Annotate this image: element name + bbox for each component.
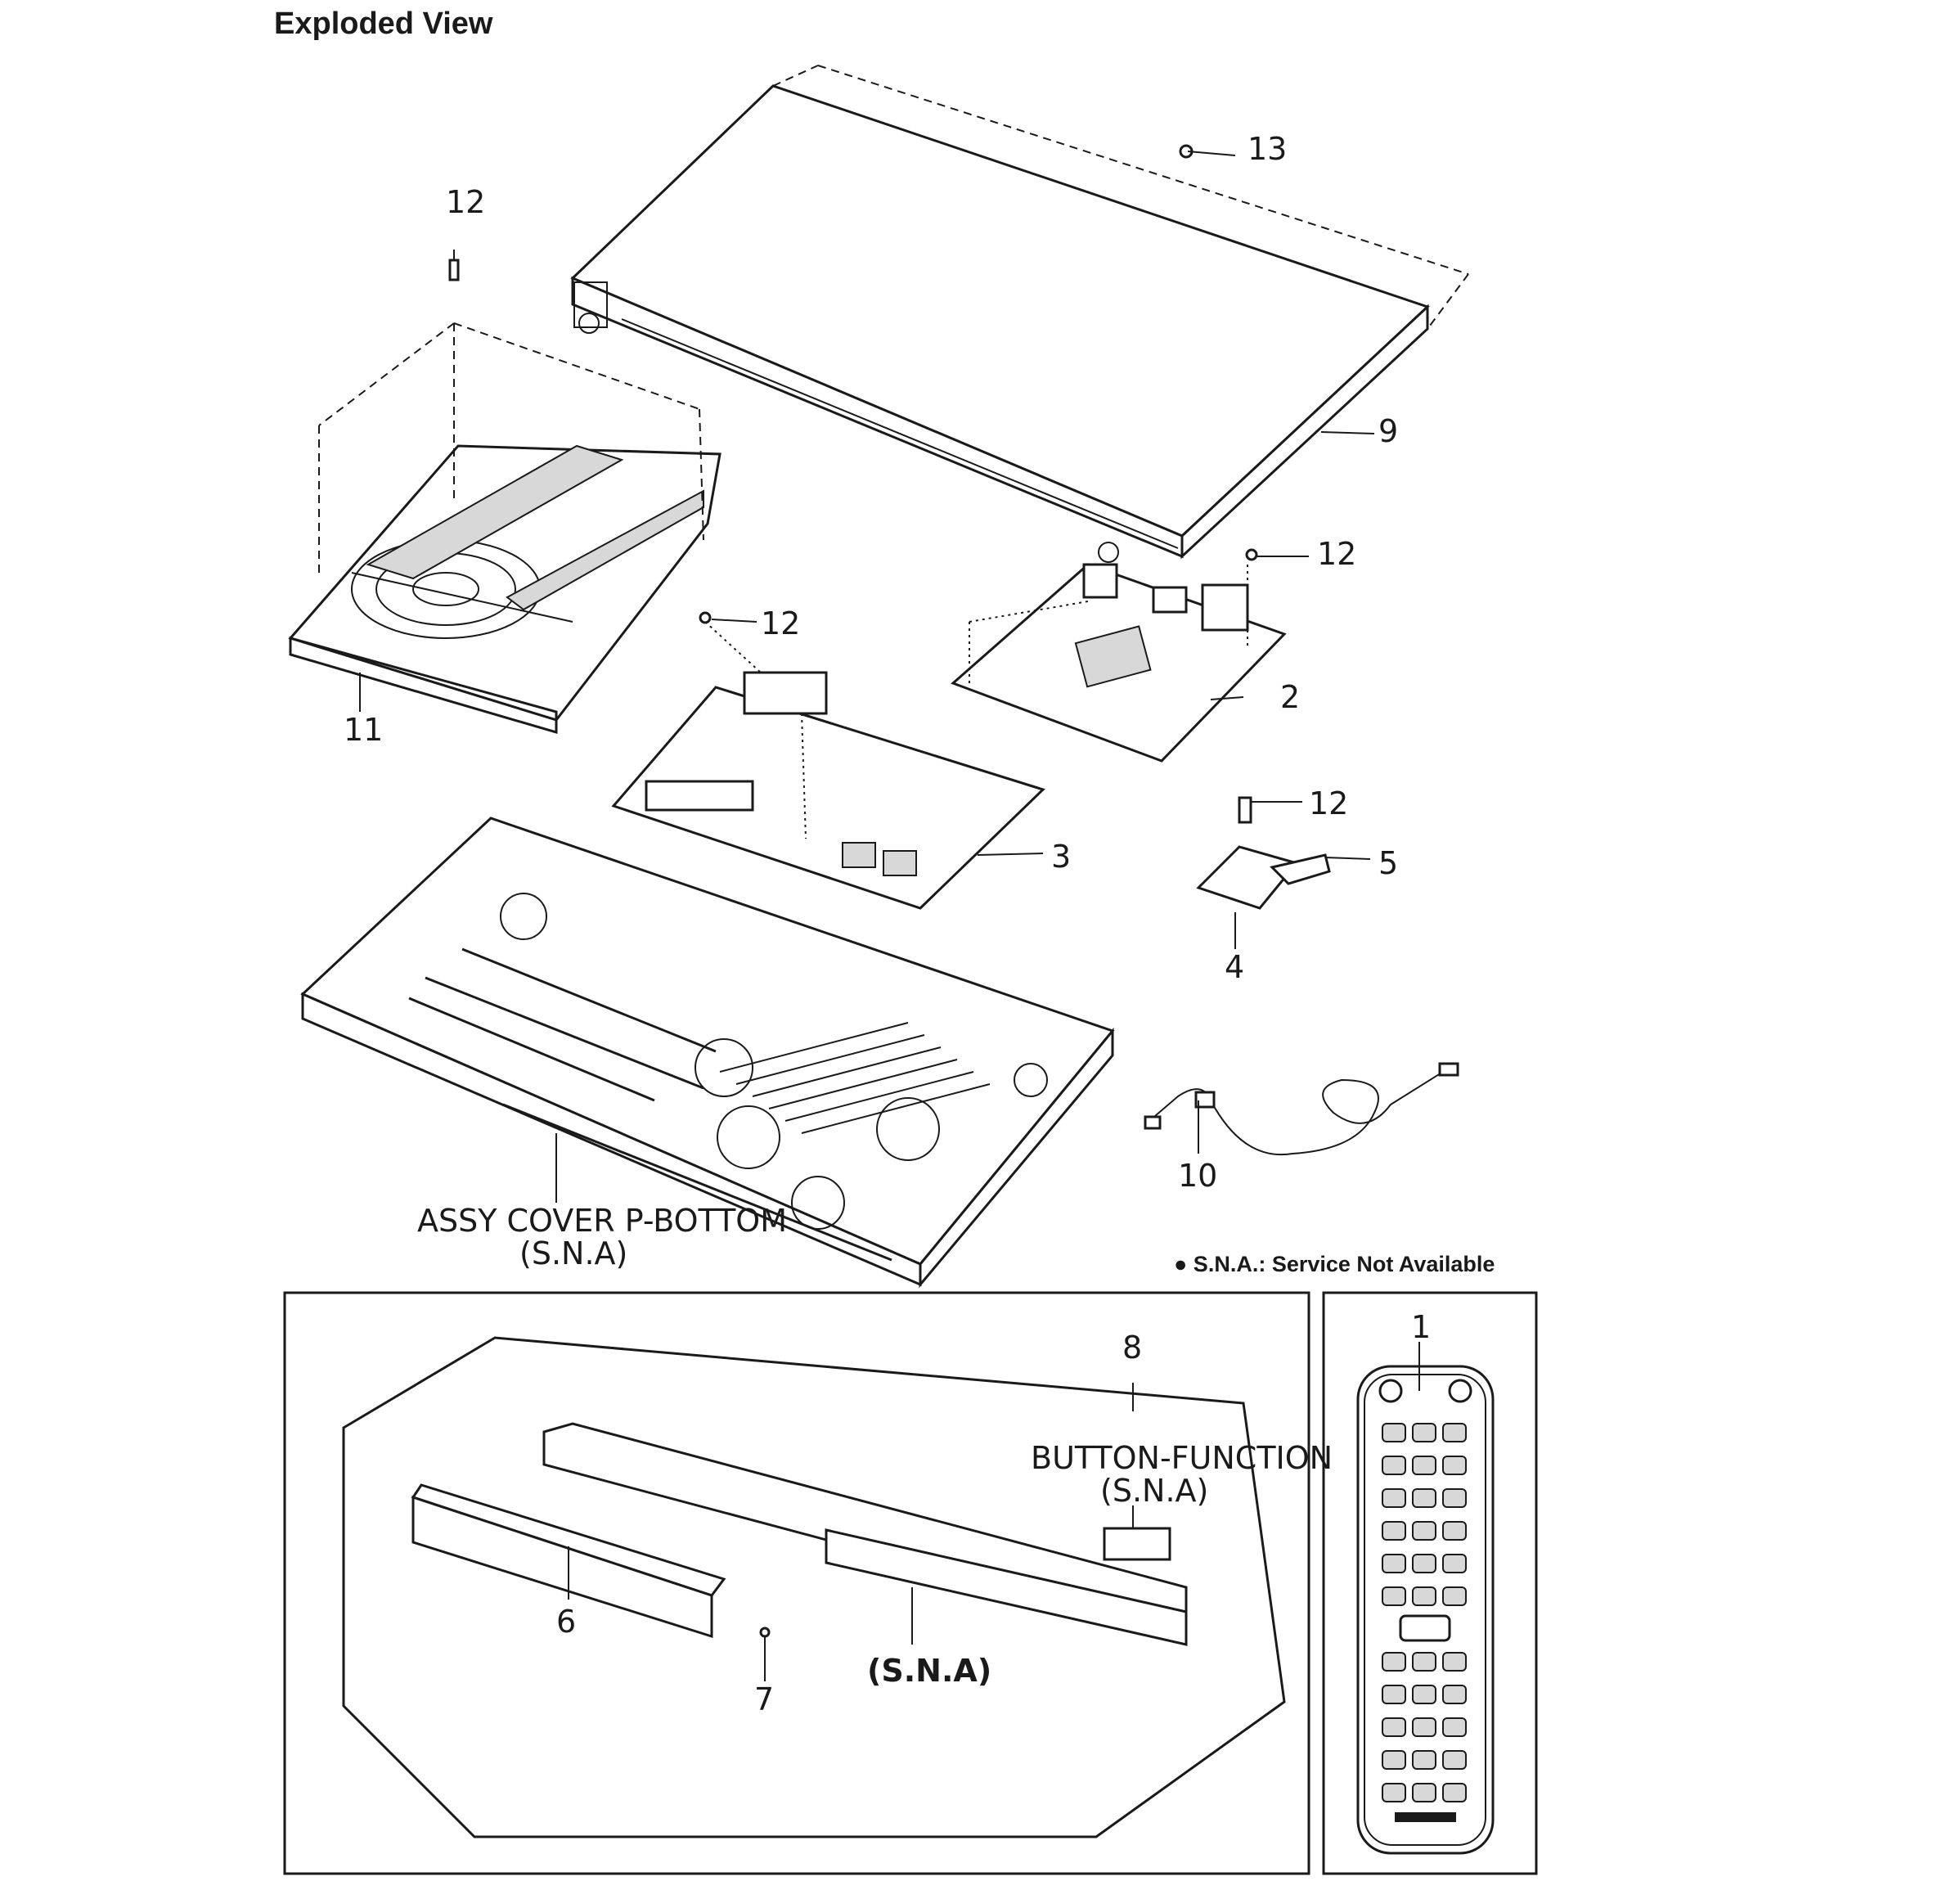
callout-2: 2 — [1280, 679, 1301, 715]
remote-button — [1442, 1456, 1467, 1475]
callout-8: 8 — [1122, 1330, 1143, 1366]
remote-button — [1382, 1423, 1406, 1442]
sna-legend-note: ● S.N.A.: Service Not Available — [1174, 1252, 1495, 1276]
front-panel-outline — [342, 1336, 1286, 1838]
remote-button — [1412, 1521, 1436, 1541]
callout-13: 13 — [1247, 131, 1288, 167]
remote-button — [1412, 1783, 1436, 1802]
front-board-part — [611, 621, 1045, 910]
remote-button — [1412, 1685, 1436, 1704]
remote-button — [1382, 1554, 1406, 1573]
remote-button — [1412, 1456, 1436, 1475]
remote-button — [1382, 1750, 1406, 1770]
remote-button — [1412, 1586, 1436, 1606]
callout-9: 9 — [1378, 413, 1399, 449]
power-cord-part — [1144, 1062, 1459, 1156]
callout-12-top: 12 — [446, 184, 486, 220]
callout-3: 3 — [1051, 839, 1072, 875]
remote-button — [1412, 1652, 1436, 1672]
remote-button — [1442, 1685, 1467, 1704]
remote-panel-frame — [1322, 1291, 1538, 1875]
callout-10: 10 — [1178, 1158, 1218, 1194]
button-function-label: BUTTON-FUNCTION — [1031, 1440, 1333, 1476]
remote-button — [1442, 1652, 1467, 1672]
remote-button — [1412, 1554, 1436, 1573]
remote-button — [1382, 1521, 1406, 1541]
callout-1: 1 — [1411, 1309, 1432, 1345]
remote-button — [1442, 1586, 1467, 1606]
callout-12-front: 12 — [761, 605, 801, 641]
bottom-chassis-part — [300, 817, 1115, 1289]
callout-11: 11 — [344, 712, 384, 748]
remote-button — [1382, 1456, 1406, 1475]
remote-play-button — [1399, 1614, 1451, 1642]
remote-power-button — [1378, 1379, 1403, 1403]
remote-button — [1442, 1521, 1467, 1541]
remote-button — [1412, 1423, 1436, 1442]
remote-button — [1442, 1750, 1467, 1770]
front-panel-sna: (S.N.A) — [867, 1653, 992, 1689]
callout-12-board: 12 — [1317, 536, 1357, 572]
remote-button — [1442, 1554, 1467, 1573]
remote-button — [1442, 1783, 1467, 1802]
page-title: Exploded View — [274, 7, 493, 41]
remote-power-button — [1448, 1379, 1472, 1403]
disc-tray-part — [288, 322, 722, 735]
remote-button — [1442, 1717, 1467, 1737]
remote-button — [1412, 1717, 1436, 1737]
screw-12a-part — [448, 250, 460, 281]
remote-button — [1382, 1488, 1406, 1508]
button-function-sna: (S.N.A) — [1100, 1473, 1209, 1509]
callout-6: 6 — [556, 1604, 577, 1640]
main-board-part — [951, 542, 1287, 763]
remote-button — [1382, 1717, 1406, 1737]
bottom-cover-sna: (S.N.A) — [519, 1235, 628, 1271]
remote-logo-plate — [1395, 1812, 1456, 1822]
callout-5: 5 — [1378, 845, 1399, 881]
remote-button — [1412, 1750, 1436, 1770]
screw-13-part — [1179, 144, 1236, 159]
remote-button — [1442, 1488, 1467, 1508]
callout-7: 7 — [754, 1681, 775, 1717]
front-panel-part — [411, 1383, 1188, 1681]
remote-button — [1412, 1488, 1436, 1508]
remote-button — [1382, 1586, 1406, 1606]
remote-button — [1382, 1783, 1406, 1802]
remote-button — [1382, 1685, 1406, 1704]
front-panel-frame — [283, 1291, 1310, 1875]
screw-12d-part — [1238, 796, 1302, 824]
callout-12-small: 12 — [1309, 785, 1349, 821]
small-board-part — [1196, 845, 1371, 949]
screw-12c-part — [699, 611, 712, 624]
remote-button — [1382, 1652, 1406, 1672]
callout-4: 4 — [1225, 949, 1245, 985]
bottom-cover-label: ASSY COVER P-BOTTOM — [417, 1203, 787, 1239]
remote-button — [1442, 1423, 1467, 1442]
top-cover-part — [570, 65, 1469, 560]
screw-12b-part — [1245, 548, 1258, 561]
remote-buttons — [1378, 1379, 1472, 1822]
